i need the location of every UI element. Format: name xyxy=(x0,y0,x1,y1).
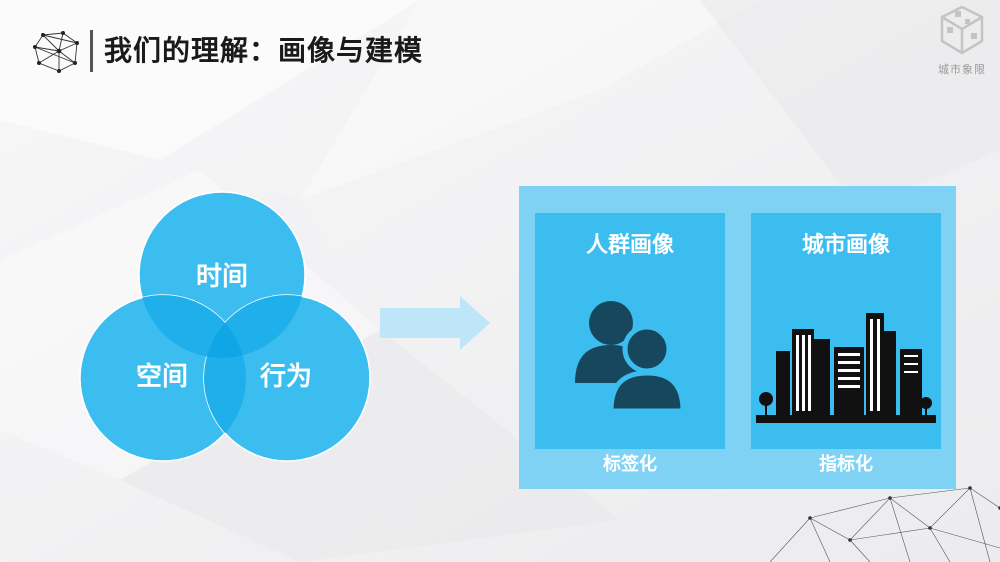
title-divider xyxy=(90,30,93,72)
venn-label-space: 空间 xyxy=(135,362,188,392)
page-title: 我们的理解：画像与建模 xyxy=(104,34,424,67)
cube-logo-icon xyxy=(940,5,984,55)
network-polygon-icon xyxy=(33,31,79,73)
city-portrait-card: 城市画像 xyxy=(751,213,941,449)
card-title: 人群画像 xyxy=(585,233,674,258)
card-footer-tagging: 标签化 xyxy=(603,454,657,475)
people-icon xyxy=(575,301,686,413)
card-footer-indexing: 指标化 xyxy=(819,454,873,475)
right-arrow-icon xyxy=(380,296,490,350)
city-skyline-icon xyxy=(756,313,936,423)
network-decoration-icon xyxy=(770,486,1000,562)
venn-label-time: 时间 xyxy=(195,262,248,292)
venn-label-behavior: 行为 xyxy=(259,362,312,392)
crowd-portrait-card: 人群画像 xyxy=(535,213,725,449)
card-title: 城市画像 xyxy=(801,233,890,258)
brand-name: 城市象限 xyxy=(938,63,986,76)
